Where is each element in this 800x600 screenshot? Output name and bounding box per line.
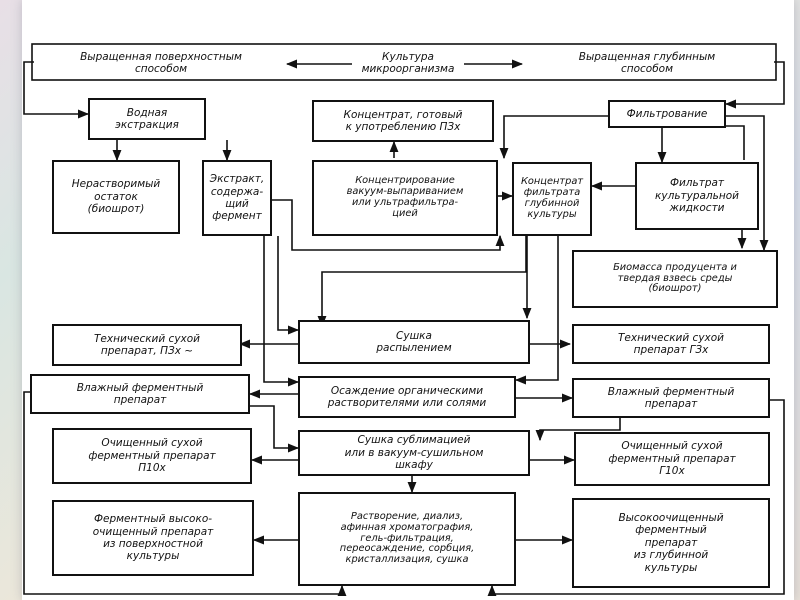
node-concentration: Концентрирование вакуум-выпариванием или… (312, 160, 498, 236)
arrow-wet-left-to-freeze (248, 405, 300, 453)
node-high-purified-surface: Ферментный высоко- очищенный препарат из… (52, 500, 254, 576)
arrow-wet-left-to-dissolution (23, 391, 347, 597)
connector-layer (23, 43, 785, 597)
node-filtrate-concentrate: Концентрат фильтрата глубинной культуры (512, 162, 592, 236)
node-freeze-drying: Сушка сублимацией или в вакуум-сушильном… (298, 430, 530, 476)
node-insoluble-residue: Нерастворимый остаток (биошрот) (52, 160, 180, 234)
arrow-extract-to-spray (277, 236, 300, 335)
node-wet-enzyme-left: Влажный ферментный препарат (30, 374, 250, 414)
node-precipitation: Осаждение органическими растворителями и… (298, 376, 516, 418)
node-concentrate-ready: Концентрат, готовый к употреблению ПЗх (312, 100, 494, 142)
arrow-wet-right-to-dissolution (487, 399, 785, 597)
node-filtration: Фильтрование (608, 100, 726, 128)
node-purified-p10x: Очищенный сухой ферментный препарат П10х (52, 428, 252, 484)
node-culture-filtrate: Фильтрат культуральной жидкости (635, 162, 759, 230)
node-water-extraction: Водная экстракция (88, 98, 206, 140)
slide: Выращенная поверхностным способом Культу… (22, 0, 794, 600)
arrow-concentration-to-spray (317, 236, 527, 328)
node-dissolution: Растворение, диализ, афинная хроматограф… (298, 492, 516, 586)
arrow-filtrateconc-to-precipitation (514, 236, 559, 385)
arrow-filtration-to-biomass (722, 115, 769, 252)
node-biomass: Биомасса продуцента и твердая взвесь сре… (572, 250, 778, 308)
node-high-purified-deep: Высокоочищенный ферментный препарат из г… (572, 498, 770, 588)
node-purified-g10x: Очищенный сухой ферментный препарат Г10х (574, 432, 770, 486)
node-spray-drying: Сушка распылением (298, 320, 530, 364)
line-filtration-right (722, 125, 745, 160)
arrow-wet-right-to-freeze (535, 418, 621, 442)
node-deep: Выращенная глубинным способом (578, 50, 716, 75)
node-wet-enzyme-right: Влажный ферментный препарат (572, 378, 770, 418)
arrow-filtration-to-concentration (499, 115, 608, 160)
node-tech-dry-p3x: Технический сухой препарат, ПЗх ~ (52, 324, 242, 366)
arrow-surface-to-extraction (23, 61, 90, 119)
node-culture: Культура микроорганизма (361, 50, 455, 75)
arrow-deep-to-filtration (724, 61, 785, 109)
arrow-extract-to-concentration (272, 199, 505, 251)
node-extract: Экстракт, содержа- щий фермент (202, 160, 272, 236)
arrow-extract-to-precipitation (263, 236, 300, 387)
node-surface: Выращенная поверхностным способом (80, 50, 242, 75)
node-tech-dry-g3x: Технический сухой препарат ГЗх (572, 324, 770, 364)
